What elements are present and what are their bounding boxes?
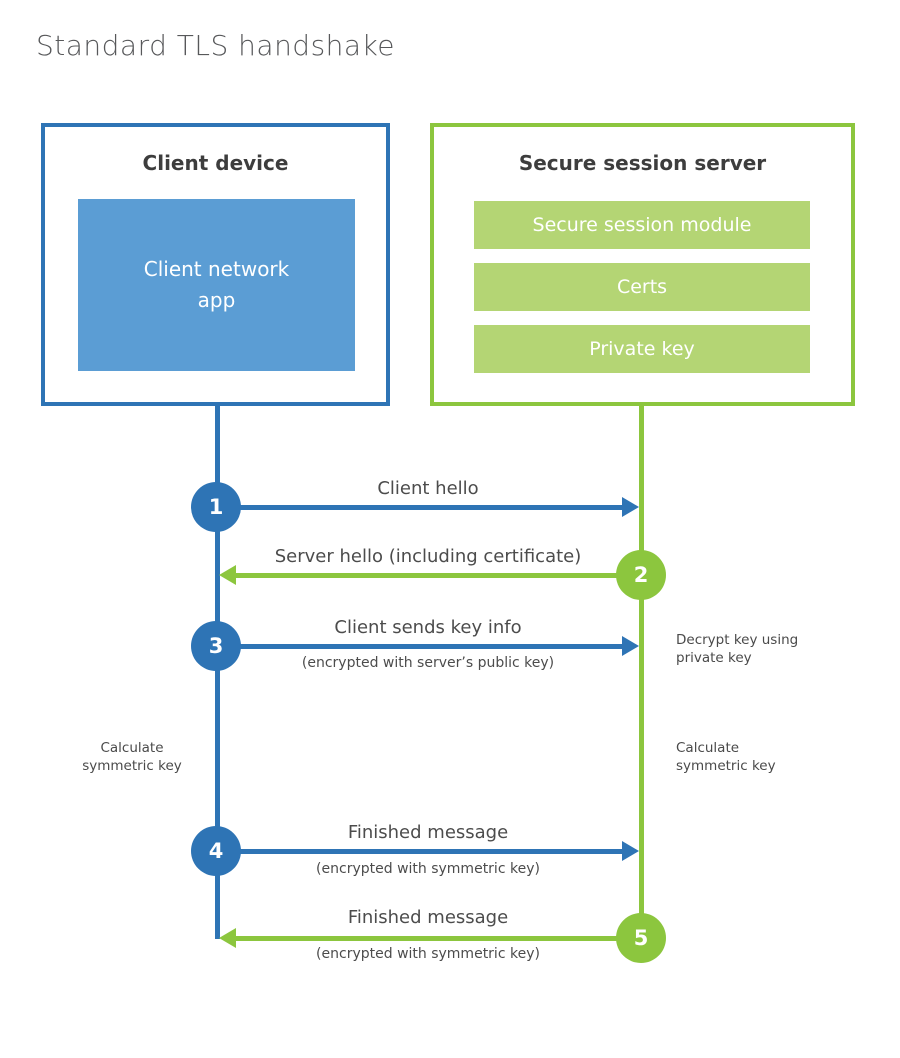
arrow-key-info xyxy=(216,644,623,649)
msg-finished-server-label: Finished message xyxy=(347,907,509,928)
arrowhead-key-info xyxy=(622,636,639,656)
msg-finished-client-sublabel: (encrypted with symmetric key) xyxy=(316,861,540,877)
arrowhead-client-hello xyxy=(622,497,639,517)
step-number-5: 5 xyxy=(633,926,649,950)
arrowhead-server-hello xyxy=(219,565,236,585)
step-circle-4: 4 xyxy=(191,826,241,876)
arrowhead-finished-server xyxy=(219,928,236,948)
client-device-title: Client device xyxy=(142,151,289,175)
step-circle-3: 3 xyxy=(191,621,241,671)
server-module-certs: Certs xyxy=(474,263,810,311)
server-module-private-key: Private key xyxy=(474,325,810,373)
msg-key-info-label: Client sends key info xyxy=(334,617,522,638)
msg-client-hello-label: Client hello xyxy=(377,478,479,499)
arrow-client-hello xyxy=(216,505,623,510)
note-calculate-symmetric-key-server: Calculate symmetric key xyxy=(676,740,776,775)
page-title: Standard TLS handshake xyxy=(36,29,396,62)
arrowhead-finished-client xyxy=(622,841,639,861)
step-number-3: 3 xyxy=(208,634,224,658)
step-number-1: 1 xyxy=(208,495,224,519)
step-circle-5: 5 xyxy=(616,913,666,963)
arrow-finished-server xyxy=(236,936,639,941)
note-decrypt-key: Decrypt key using private key xyxy=(676,632,799,667)
client-network-app-box: Client network app xyxy=(78,199,355,371)
server-module-secure-session: Secure session module xyxy=(474,201,810,249)
server-lifeline xyxy=(639,404,644,942)
arrow-server-hello xyxy=(236,573,639,578)
msg-server-hello-label: Server hello (including certificate) xyxy=(274,546,582,567)
secure-session-server-title: Secure session server xyxy=(518,151,767,175)
note-calculate-symmetric-key-client: Calculate symmetric key xyxy=(82,740,182,775)
step-circle-1: 1 xyxy=(191,482,241,532)
msg-finished-client-label: Finished message xyxy=(347,822,509,843)
step-number-2: 2 xyxy=(633,563,649,587)
step-number-4: 4 xyxy=(208,839,224,863)
step-circle-2: 2 xyxy=(616,550,666,600)
msg-key-info-sublabel: (encrypted with server’s public key) xyxy=(301,655,555,671)
client-lifeline xyxy=(215,404,220,939)
arrow-finished-client xyxy=(216,849,623,854)
msg-finished-server-sublabel: (encrypted with symmetric key) xyxy=(316,946,540,962)
